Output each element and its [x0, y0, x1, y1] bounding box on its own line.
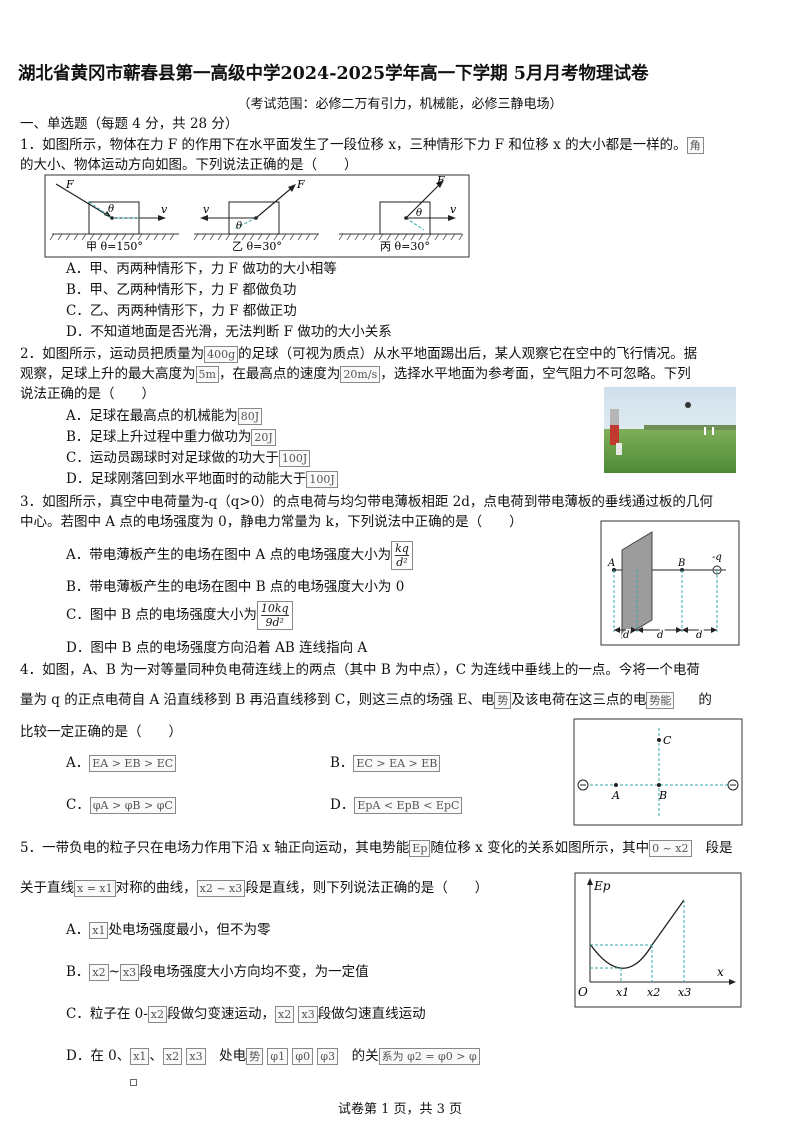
svg-text:d: d	[657, 630, 663, 641]
svg-text:x: x	[717, 965, 724, 979]
q4-option-d: D．EpA < EpB < EpC	[330, 795, 463, 816]
q4-stem-line2: 量为 q 的正点电荷自 A 沿直线移到 B 再沿直线移到 C，则这三点的场强 E…	[20, 692, 712, 709]
q5-ep-box: Ep	[409, 840, 431, 857]
svg-text:θ: θ	[416, 208, 422, 219]
q4-neng-box: 势能	[646, 692, 675, 709]
q1-option-c: C．乙、丙两种情形下，力 F 都做正功	[66, 303, 297, 319]
svg-text:d: d	[623, 630, 629, 641]
svg-text:F: F	[436, 174, 445, 187]
svg-text:v: v	[450, 203, 457, 216]
q4-option-c: C．φA > φB > φC	[66, 795, 176, 816]
q5-range-box: 0 ~ x2	[649, 840, 692, 857]
q2-height-box: 5m	[195, 366, 219, 383]
svg-text:C: C	[663, 734, 672, 747]
exam-scope: （考试范围：必修二万有引力，机械能，必修三静电场）	[237, 97, 563, 112]
q2-speed-box: 20m/s	[340, 366, 381, 383]
q1-option-b: B．甲、乙两种情形下，力 F 都做负功	[66, 282, 297, 298]
q4-option-b: B．EC > EA > EB	[330, 753, 441, 774]
svg-text:v: v	[161, 203, 168, 216]
svg-text:x3: x3	[678, 986, 691, 999]
svg-text:F: F	[296, 178, 305, 191]
section-heading: 一、单选题（每题 4 分，共 28 分）	[20, 116, 239, 132]
svg-text:O: O	[578, 985, 588, 999]
page-footer: 试卷第 1 页，共 3 页	[337, 1102, 463, 1117]
q5-option-d: D．在 0、x1、x2 x3 处电势 φ1 φ0 φ3 的关系为 φ2 = φ0…	[66, 1046, 480, 1067]
q5-figure: Ep x O x1 x2 x3	[574, 872, 742, 1008]
svg-text:B: B	[677, 558, 685, 569]
svg-text:θ: θ	[236, 221, 242, 232]
q3-option-d: D．图中 B 点的电场强度方向沿着 AB 连线指向 A	[66, 640, 368, 656]
svg-text:θ: θ	[108, 204, 114, 215]
q4-shi-box: 势	[494, 692, 512, 709]
q1-option-d: D．不知道地面是否光滑，无法判断 F 做功的大小关系	[66, 324, 392, 340]
q5-seg-box: x2 ~ x3	[196, 880, 246, 897]
svg-text:乙 θ=30°: 乙 θ=30°	[232, 240, 282, 253]
q4-option-a: A．EA > EB > EC	[66, 753, 177, 774]
q2-stem-line3: 说法正确的是（ ）	[20, 386, 155, 402]
svg-text:A: A	[607, 558, 615, 569]
q1-angle-box: 角	[686, 137, 704, 154]
svg-text:v: v	[203, 203, 210, 216]
svg-text:A: A	[611, 789, 620, 802]
svg-text:F: F	[65, 178, 74, 191]
q4-figure: A B C	[573, 718, 743, 826]
svg-text:x1: x1	[616, 986, 629, 999]
svg-text:d: d	[623, 630, 629, 641]
svg-text:甲 θ=150°: 甲 θ=150°	[86, 240, 143, 253]
q5-line-box: x = x1	[74, 880, 116, 897]
svg-text:d: d	[696, 630, 702, 641]
q1-stem-line1: 1．如图所示，物体在力 F 的作用下在水平面发生了一段位移 x，三种情形下力 F…	[20, 135, 704, 156]
svg-text:丙 θ=30°: 丙 θ=30°	[380, 240, 430, 253]
q3-stem-line2: 中心。若图中 A 点的电场强度为 0，静电力常量为 k，下列说法中正确的是（ ）	[20, 514, 523, 530]
q4-stem-line3: 比较一定正确的是（ ）	[20, 724, 182, 740]
q1-figure: F v θ 甲 θ=150° v F θ 乙 θ=30° v F θ 丙 θ=3…	[44, 174, 470, 258]
svg-text:B: B	[658, 789, 667, 802]
soccer-kick-photo	[604, 387, 736, 473]
svg-text:d: d	[696, 630, 702, 641]
q1-option-a: A．甲、丙两种情形下，力 F 做功的大小相等	[66, 261, 337, 277]
small-square-mark	[130, 1079, 137, 1086]
svg-text:Ep: Ep	[593, 879, 611, 893]
svg-text:-q: -q	[712, 552, 722, 563]
q3-figure: A B -q d d d d d d	[600, 520, 740, 646]
q1-stem-line2: 的大小、物体运动方向如图。下列说法正确的是（ ）	[20, 157, 358, 173]
q4-stem-line1: 4．如图，A、B 为一对等量同种负电荷连线上的两点（其中 B 为中点），C 为连…	[20, 662, 700, 678]
svg-text:x2: x2	[647, 986, 660, 999]
q2-mass-box: 400g	[204, 346, 239, 363]
svg-text:d: d	[657, 630, 663, 641]
q3-stem-line1: 3．如图所示，真空中电荷量为-q（q>0）的点电荷与均匀带电薄板相距 2d，点电…	[20, 494, 713, 510]
q3-option-b: B．带电薄板产生的电场在图中 B 点的电场强度大小为 0	[66, 579, 405, 595]
page-title: 湖北省黄冈市蕲春县第一高级中学2024-2025学年高一下学期 5月月考物理试卷	[18, 64, 649, 84]
